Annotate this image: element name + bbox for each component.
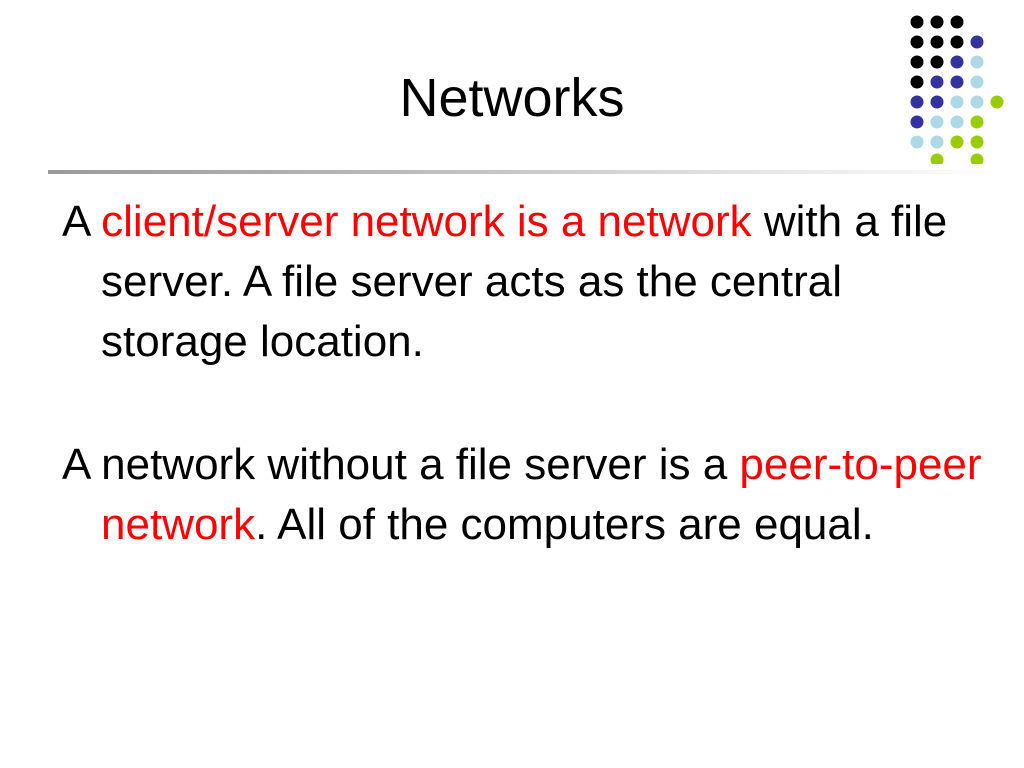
dot [970,35,984,49]
dot [930,153,944,164]
dot [950,135,964,149]
paragraph-text: . All of the computers are equal. [255,500,874,549]
highlighted-term: client/server network is a network [101,197,752,246]
dot [930,115,944,129]
dot [950,15,964,29]
dot [950,115,964,129]
dot [990,95,1004,109]
dot [910,115,924,129]
slide-title: Networks [399,68,625,128]
dot [930,15,944,29]
dot [930,35,944,49]
dot [910,75,924,89]
dot [950,95,964,109]
dot [910,35,924,49]
dot [950,75,964,89]
paragraph-client-server: A client/server network is a network wit… [62,192,982,372]
title-divider [48,170,1008,174]
dot [950,55,964,69]
dot [930,95,944,109]
dot [970,153,984,164]
dot [950,35,964,49]
highlighted-term: peer-to-peer network [101,440,982,549]
dot [970,95,984,109]
dot [930,55,944,69]
paragraph-peer-to-peer: A network without a file server is a pee… [62,435,982,555]
paragraph-text: A [62,197,102,246]
dot [970,115,984,129]
dot [910,15,924,29]
dot [930,135,944,149]
dot [910,135,924,149]
slide-body: A client/server network is a network wit… [62,192,982,555]
dot [910,55,924,69]
dot [930,75,944,89]
dot [910,95,924,109]
dot [970,135,984,149]
paragraph-text: A network without a file server is a [62,440,740,489]
decorative-dot-grid [910,15,1004,164]
dot [970,75,984,89]
paragraph-text: with a file server. A file server acts a… [101,197,948,366]
dot [970,55,984,69]
